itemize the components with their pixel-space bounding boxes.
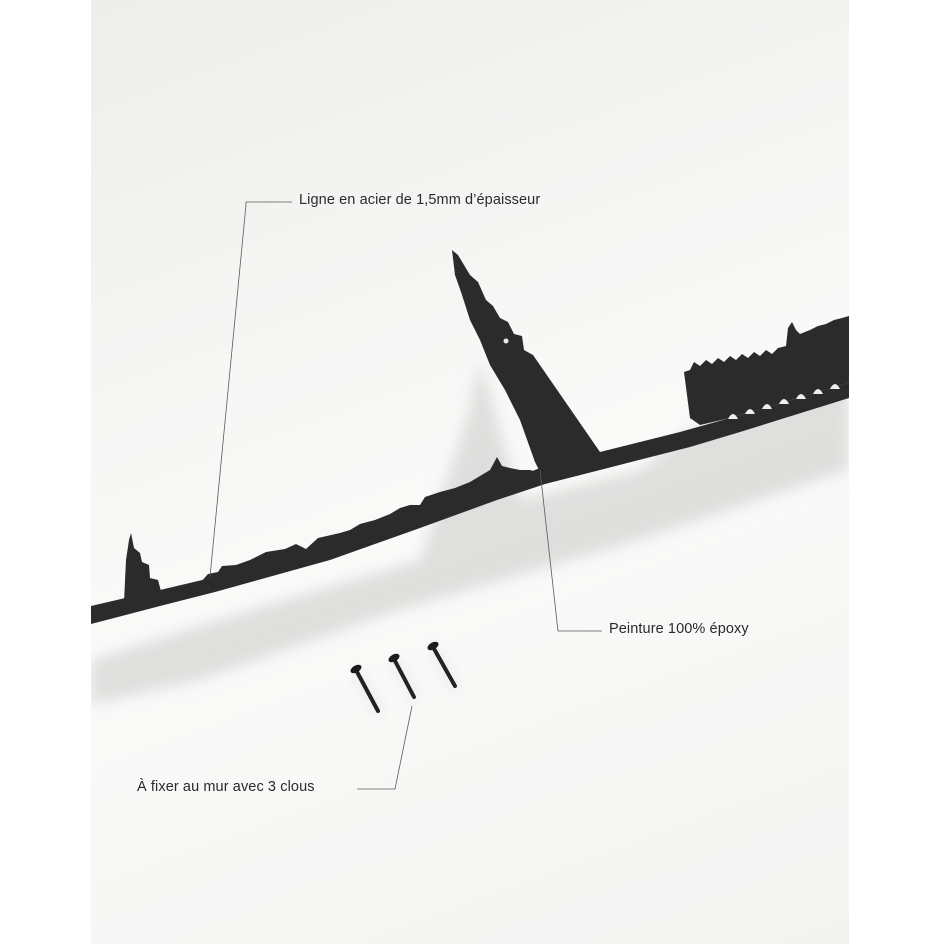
tower-window	[503, 338, 509, 344]
left-spire	[124, 533, 162, 602]
nails-leader-line	[357, 705, 413, 790]
thickness-callout: Ligne en acier de 1,5mm d’épaisseur	[299, 192, 541, 208]
nails-callout: À fixer au mur avec 3 clous	[137, 779, 315, 795]
left-buildings	[200, 457, 545, 586]
arch-cutouts	[728, 384, 840, 419]
steel-skyline	[91, 250, 849, 624]
nail-3	[427, 641, 460, 691]
nail-1	[350, 664, 384, 715]
paint-callout: Peinture 100% époxy	[609, 621, 749, 637]
paint-leader-line	[539, 469, 602, 632]
nail-2	[388, 653, 420, 701]
tall-tower	[452, 250, 600, 482]
thickness-leader-line	[209, 201, 292, 578]
right-building	[684, 316, 849, 425]
nails	[350, 641, 460, 715]
skyline-shadow	[91, 360, 849, 705]
leader-lines	[209, 201, 602, 790]
